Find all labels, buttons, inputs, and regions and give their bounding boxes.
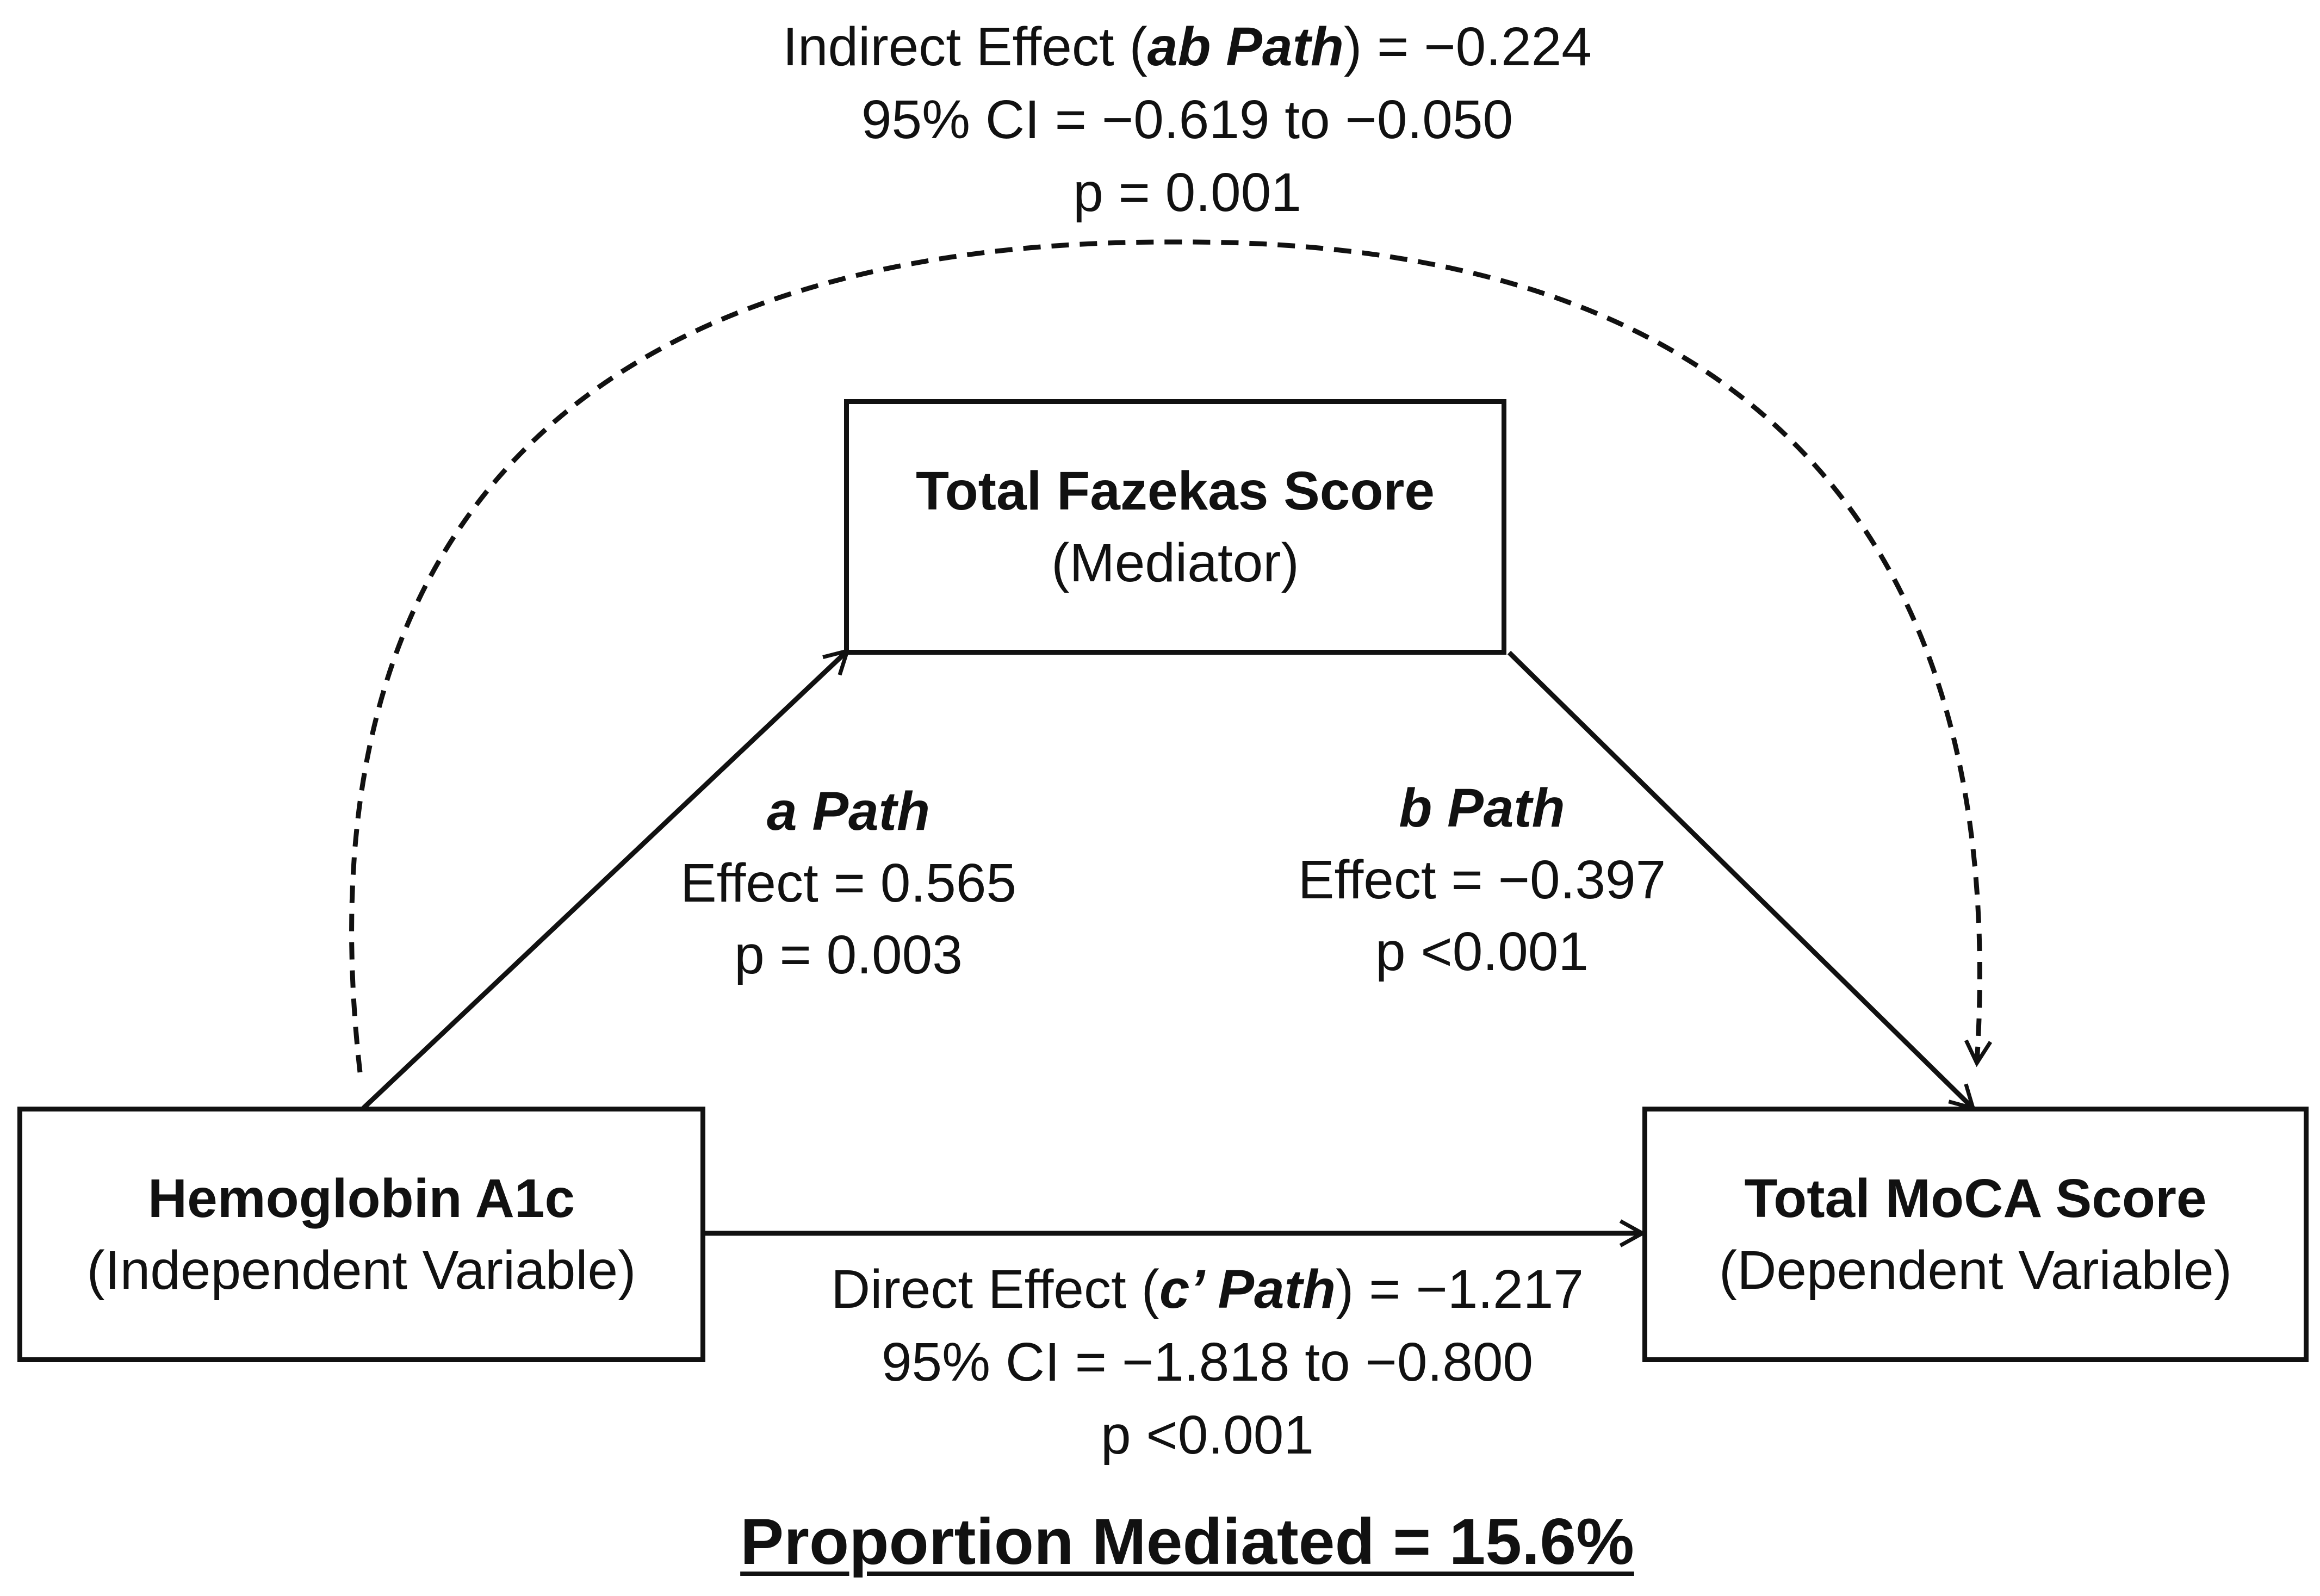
direct-effect-path-name: c’ Path [1159, 1259, 1336, 1320]
a-path-arrow [361, 648, 851, 1110]
a-path-title: a Path [766, 781, 931, 842]
indirect-effect-value: ) = −0.224 [1343, 16, 1592, 77]
direct-effect-ci: 95% CI = −1.818 to −0.800 [881, 1332, 1534, 1393]
a-path-effect: Effect = 0.565 [680, 853, 1017, 914]
b-path-p: p <0.001 [1375, 921, 1589, 982]
mediator-name: Total Fazekas Score [915, 461, 1435, 521]
indirect-effect-p: p = 0.001 [1073, 162, 1301, 223]
indirect-ab-arc-arrow [349, 239, 1993, 1073]
dependent-variable-box: Total MoCA Score (Dependent Variable) [1642, 1107, 2309, 1362]
independent-variable-box: Hemoglobin A1c (Independent Variable) [17, 1107, 705, 1362]
a-path-p: p = 0.003 [734, 924, 963, 985]
indirect-effect-label: Indirect Effect (ab Path) = −0.224 [616, 11, 1758, 83]
proportion-mediated-text: Proportion Mediated = 15.6% [740, 1505, 1634, 1578]
independent-variable-name: Hemoglobin A1c [147, 1168, 575, 1229]
direct-effect-prefix: Direct Effect ( [831, 1259, 1159, 1320]
b-path-arrow [1507, 650, 1976, 1111]
mediator-box: Total Fazekas Score (Mediator) [844, 399, 1506, 655]
mediator-role: (Mediator) [1051, 532, 1299, 593]
direct-effect-value: ) = −1.217 [1336, 1259, 1584, 1320]
dependent-variable-name: Total MoCA Score [1744, 1168, 2207, 1229]
indirect-effect-path-name: ab Path [1147, 16, 1344, 77]
direct-effect-label: Direct Effect (c’ Path) = −1.217 [691, 1253, 1724, 1325]
b-path-title: b Path [1399, 778, 1565, 839]
b-path-effect: Effect = −0.397 [1298, 849, 1666, 910]
direct-effect-p: p <0.001 [1100, 1405, 1314, 1465]
independent-variable-role: (Independent Variable) [86, 1240, 636, 1301]
indirect-effect-ci: 95% CI = −0.619 to −0.050 [861, 89, 1513, 150]
proportion-mediated: Proportion Mediated = 15.6% [589, 1501, 1785, 1582]
dependent-variable-role: (Dependent Variable) [1719, 1240, 2232, 1301]
indirect-effect-prefix: Indirect Effect ( [783, 16, 1147, 77]
